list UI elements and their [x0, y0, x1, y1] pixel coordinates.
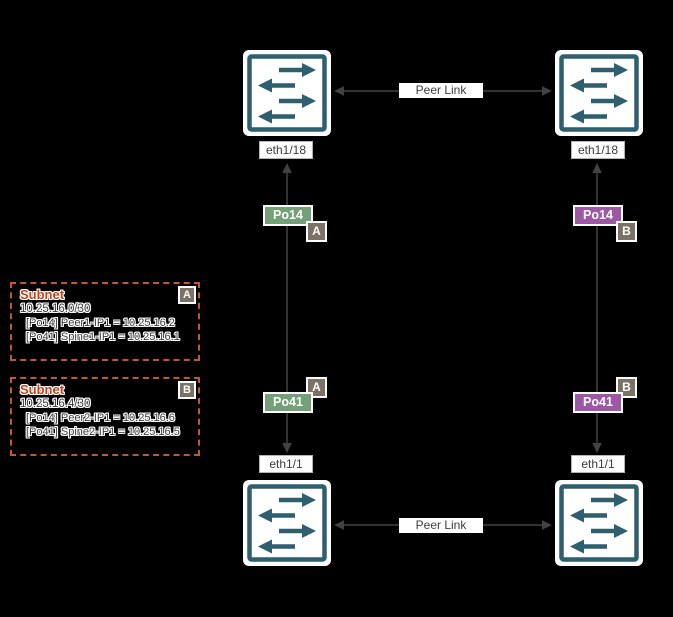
- subnet-entry: [Po14] Peer1-IP1 = 10.25.16.2: [26, 317, 175, 329]
- subnet-box-b: Subnet 10.25.16.4/30 [Po14] Peer2-IP1 = …: [10, 377, 200, 456]
- port-label-bottom-left: eth1/1: [259, 455, 313, 473]
- arrowhead-down-icon: [282, 443, 292, 453]
- zone-badge-b: B: [178, 381, 196, 399]
- arrowhead-right-icon: [542, 86, 552, 96]
- arrowhead-down-icon: [592, 443, 602, 453]
- port-label-top-right: eth1/18: [571, 141, 625, 159]
- subnet-cidr: 10.25.16.0/30: [20, 303, 91, 315]
- switch-icon: [555, 50, 643, 136]
- subnet-entry: [Po14] Peer2-IP1 = 10.25.16.6: [26, 412, 175, 424]
- peer-link-label-top: Peer Link: [399, 83, 483, 98]
- zone-badge-a: A: [306, 221, 327, 242]
- port-label-top-left: eth1/18: [259, 141, 313, 159]
- arrowhead-up-icon: [282, 163, 292, 173]
- po-badge-left-po41: Po41: [263, 392, 313, 413]
- subnet-title: Subnet: [20, 382, 65, 397]
- subnet-entry: [Po41] Spine1-IP1 = 10.25.16.1: [26, 331, 180, 343]
- arrowhead-left-icon: [334, 520, 344, 530]
- po-badge-left-po14: Po14: [263, 205, 313, 226]
- arrowhead-left-icon: [334, 86, 344, 96]
- subnet-entry: [Po41] Spine2-IP1 = 10.25.16.5: [26, 426, 180, 438]
- po-badge-right-po14: Po14: [573, 205, 623, 226]
- switch-top-left: [243, 50, 331, 136]
- switch-icon: [555, 480, 643, 566]
- switch-bottom-right: [555, 480, 643, 566]
- switch-bottom-left: [243, 480, 331, 566]
- switch-icon: [243, 50, 331, 136]
- peer-link-label-bottom: Peer Link: [399, 518, 483, 533]
- subnet-cidr: 10.25.16.4/30: [20, 398, 91, 410]
- port-label-bottom-right: eth1/1: [571, 455, 625, 473]
- zone-badge-a: A: [178, 286, 196, 304]
- switch-top-right: [555, 50, 643, 136]
- arrowhead-up-icon: [592, 163, 602, 173]
- arrowhead-right-icon: [542, 520, 552, 530]
- po-badge-right-po41: Po41: [573, 392, 623, 413]
- subnet-box-a: Subnet 10.25.16.0/30 [Po14] Peer1-IP1 = …: [10, 282, 200, 361]
- zone-badge-b: B: [616, 221, 637, 242]
- subnet-title: Subnet: [20, 287, 65, 302]
- switch-icon: [243, 480, 331, 566]
